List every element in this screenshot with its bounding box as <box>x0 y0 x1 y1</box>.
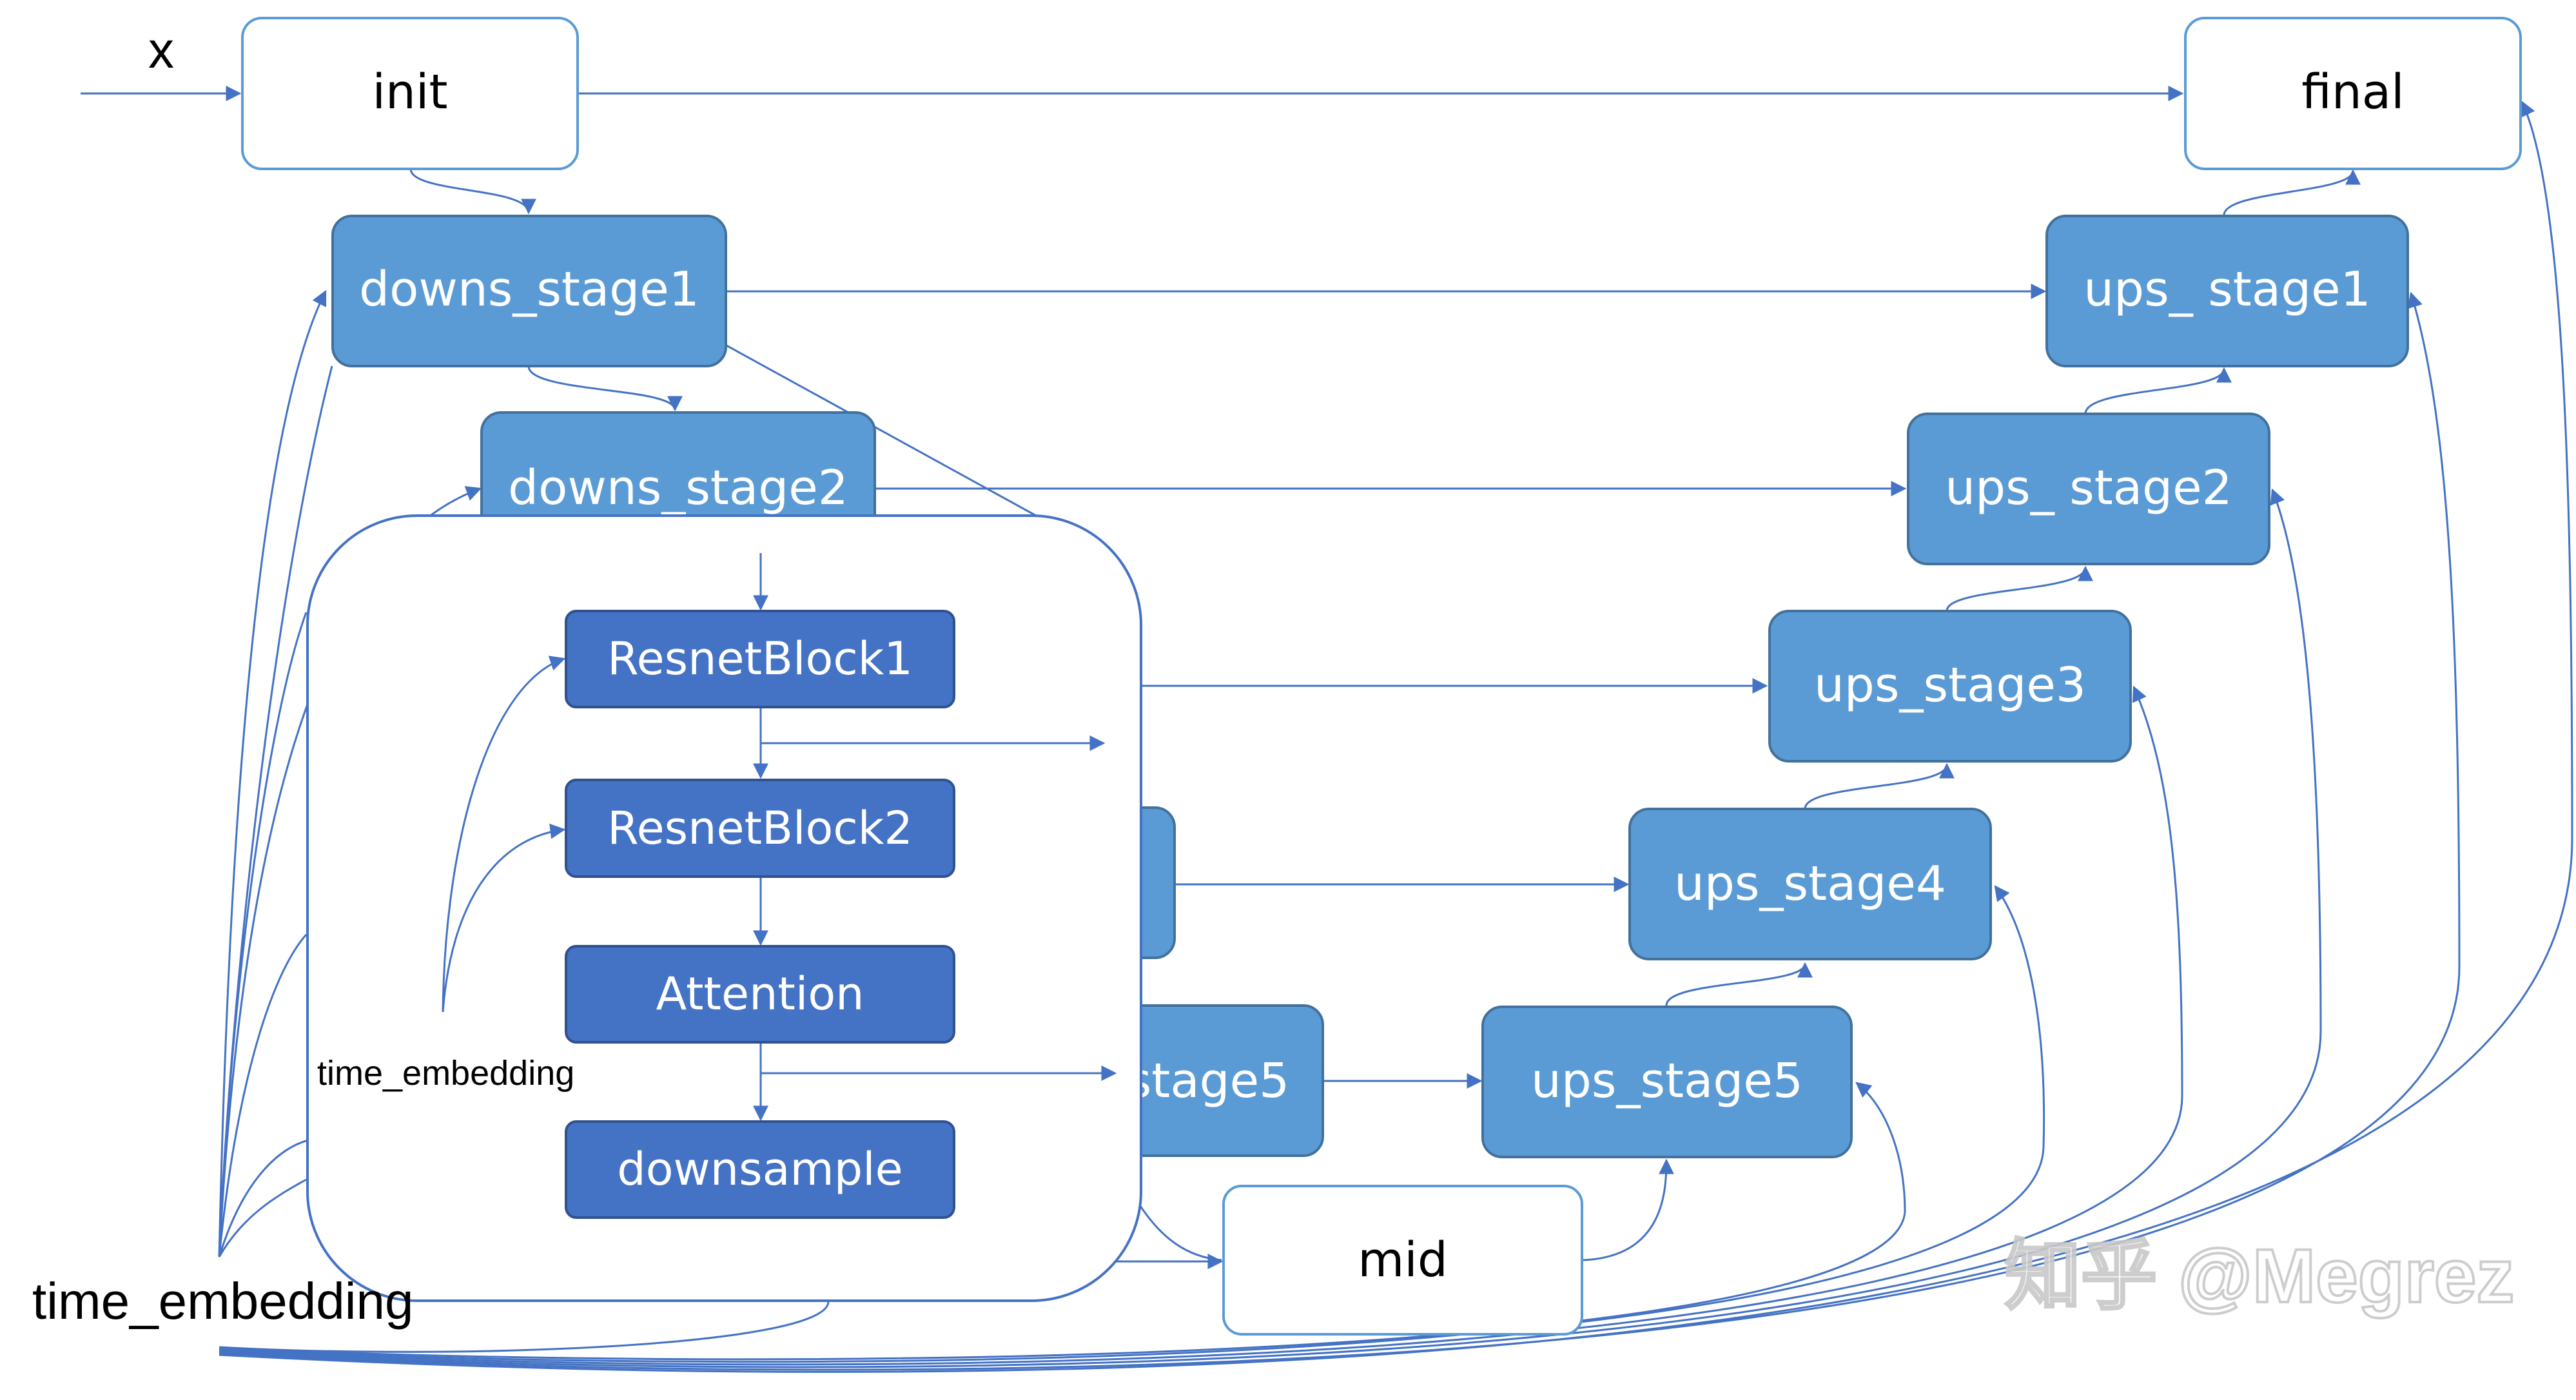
final-box <box>2184 17 2522 170</box>
ups-stage2-box <box>1907 413 2270 565</box>
init-box <box>241 17 579 170</box>
ups-stage2-label: ups_ stage2 <box>1945 460 2232 516</box>
ups-stage1-label: ups_ stage1 <box>2083 262 2370 317</box>
ups-stage1-box <box>2045 215 2409 367</box>
connectors <box>81 86 2573 1373</box>
edge-te-ups4 <box>219 885 2045 1363</box>
inset-attention-label: Attention <box>656 967 864 1020</box>
downs-stage2-label: downs_stage2 <box>508 460 848 516</box>
edge-init-down1 <box>409 168 536 215</box>
time-embedding-label: time_embedding <box>32 1272 413 1330</box>
inset-resnet1-box <box>565 610 955 708</box>
watermark-text: 知乎 @Megrez <box>2005 1234 2514 1319</box>
inset-attention: Attention <box>565 945 955 1044</box>
edge-te-stage3 <box>218 612 307 1258</box>
ups-stage4-label: ups_stage4 <box>1674 856 1946 911</box>
inset-attention-box <box>565 945 955 1044</box>
edge-te-ups3 <box>219 685 2183 1366</box>
inset-downsample-box <box>565 1120 955 1219</box>
ups-stage4-node: ups_stage4 <box>1628 808 1992 960</box>
init-label: init <box>372 64 447 120</box>
edge-up1-final <box>2223 169 2361 216</box>
mid-label: mid <box>1358 1232 1448 1288</box>
final-label: final <box>2301 64 2404 120</box>
edge-te-stage5b <box>218 1178 307 1258</box>
inset-resnet2: ResnetBlock2 <box>565 779 955 878</box>
edge-up4-up3 <box>1804 763 1955 810</box>
mid-box <box>1222 1185 1583 1336</box>
downs-stage1-node: downs_stage1 <box>331 215 727 367</box>
inset-downsample-label: downsample <box>617 1143 903 1196</box>
ups-stage4-box <box>1628 808 1992 960</box>
inset-edge-te-r1 <box>442 656 566 1013</box>
edge-up5-up4 <box>1665 962 1813 1006</box>
ups-stage2-node: ups_ stage2 <box>1907 413 2270 565</box>
ups-stage3-label: ups_stage3 <box>1814 657 2086 713</box>
inset-time-embedding-label: time_embedding <box>317 1054 574 1093</box>
inset-resnet2-label: ResnetBlock2 <box>607 802 913 855</box>
inset-resnet1: ResnetBlock1 <box>565 610 955 708</box>
edge-up2-up1 <box>2084 367 2232 414</box>
ups-stage3-box <box>1768 610 2132 763</box>
edge-mid-up5 <box>1582 1158 1674 1261</box>
input-x-label: x <box>148 21 174 79</box>
edge-te-stage4 <box>218 933 307 1258</box>
inset-resnet2-box <box>565 779 955 878</box>
edge-te-stage5 <box>218 1140 307 1258</box>
inset-panel <box>306 514 1142 1302</box>
edge-te-ups1 <box>219 291 2461 1371</box>
edge-te-ups5 <box>219 1082 1906 1361</box>
edge-inset-mid <box>1137 1201 1222 1261</box>
inset-resnet1-label: ResnetBlock1 <box>607 632 913 685</box>
mid-node: mid <box>1222 1185 1583 1336</box>
downs-stage1-box <box>331 215 727 367</box>
inset-downsample: downsample <box>565 1120 955 1219</box>
edge-up3-up2 <box>1946 565 2093 612</box>
edge-te-final <box>219 100 2573 1373</box>
edge-te-inset <box>219 1301 830 1353</box>
ups-stage5-label: ups_stage5 <box>1531 1053 1803 1109</box>
edge-te-down1 <box>218 289 327 1258</box>
inset-edge-te-r2 <box>442 823 566 1013</box>
ups-stage1-node: ups_ stage1 <box>2045 215 2409 367</box>
stage-detail-inset: ResnetBlock1 ResnetBlock2 Attention down… <box>306 514 1142 1302</box>
edge-down1-down2 <box>527 365 683 412</box>
edge-te-ups2 <box>219 488 2322 1368</box>
ups-stage3-node: ups_stage3 <box>1768 610 2132 763</box>
inset-connectors <box>442 553 1117 1122</box>
downs-stage1-label: downs_stage1 <box>359 262 699 317</box>
final-node: final <box>2184 17 2522 170</box>
ups-stage5-box <box>1481 1006 1853 1158</box>
ups-stage5-node: ups_stage5 <box>1481 1006 1853 1158</box>
init-node: init <box>241 17 579 170</box>
downs-stage5-label: stage5 <box>1127 1053 1290 1109</box>
edge-down1-diag <box>726 344 1058 529</box>
